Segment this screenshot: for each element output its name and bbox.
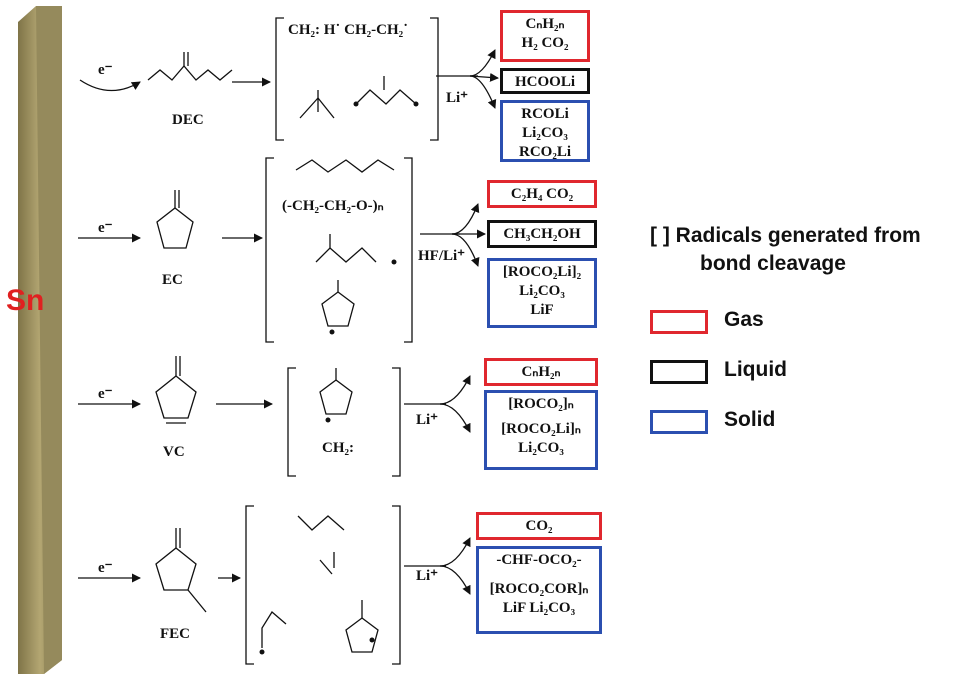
- electron-label-ec: e⁻: [98, 220, 113, 236]
- dec-molecule: [147, 52, 233, 81]
- dec-gas-1: CₙH₂ₙ: [525, 16, 565, 32]
- fec-row-arrows: [78, 537, 471, 595]
- ec-solid-3: LiF: [530, 302, 554, 318]
- electron-label-fec: e⁻: [98, 560, 113, 576]
- molecule-name-vc: VC: [163, 444, 185, 460]
- legend-swatch-gas: [650, 310, 708, 334]
- legend-swatch-liquid: [650, 360, 708, 384]
- fec-gas-1: CO₂: [525, 518, 553, 534]
- fec-reagent: Li⁺: [416, 568, 439, 584]
- fec-radical-bracket: [245, 505, 401, 665]
- vc-gas-1: CₙH₂ₙ: [521, 364, 561, 380]
- vc-gas-box: CₙH₂ₙ: [484, 358, 598, 386]
- vc-solid-1: [ROCO₂]ₙ: [508, 396, 574, 412]
- dec-intermediate-text: CH₂: H˙ CH₂-CH₂˙: [288, 22, 409, 38]
- dec-gas-2: H₂ CO₂: [521, 35, 569, 51]
- vc-solid-box: [ROCO₂]ₙ [ROCO₂Li]ₙ Li₂CO₃: [484, 390, 598, 470]
- legend-label-gas: Gas: [724, 308, 764, 331]
- fec-solid-2: [ROCO₂COR]ₙ: [489, 581, 589, 597]
- dec-gas-box: CₙH₂ₙ H₂ CO₂: [500, 10, 590, 62]
- dec-radical-bracket: [275, 17, 439, 141]
- dec-solid-box: RCOLi Li₂CO₃ RCO₂Li: [500, 100, 590, 162]
- fec-solid-box: -CHF-OCO₂- [ROCO₂COR]ₙ LiF Li₂CO₃: [476, 546, 602, 634]
- ec-molecule: [156, 190, 194, 249]
- fec-gas-box: CO₂: [476, 512, 602, 540]
- dec-solid-2: Li₂CO₃: [522, 125, 568, 141]
- dec-liquid-box: HCOOLi: [500, 68, 590, 94]
- dec-row-arrows: [79, 49, 499, 109]
- ec-intermediate-text: (-CH₂-CH₂-O-)ₙ: [282, 198, 384, 214]
- molecule-name-dec: DEC: [172, 112, 204, 128]
- ec-solid-box: [ROCO₂Li]₂ Li₂CO₃ LiF: [487, 258, 597, 328]
- vc-row-arrows: [78, 375, 471, 433]
- vc-molecule: [155, 356, 197, 424]
- electron-label-vc: e⁻: [98, 386, 113, 402]
- molecule-name-fec: FEC: [160, 626, 190, 642]
- dec-solid-1: RCOLi: [521, 106, 569, 122]
- tin-electrode-plate: [18, 6, 62, 674]
- vc-radical-bracket: [287, 367, 401, 477]
- ec-radical-bracket: [265, 157, 413, 343]
- fec-solid-3: LiF Li₂CO₃: [502, 600, 576, 616]
- ec-row-arrows: [78, 203, 486, 267]
- legend-swatch-solid: [650, 410, 708, 434]
- electron-label-dec: e⁻: [98, 62, 113, 78]
- legend-label-liquid: Liquid: [724, 358, 787, 381]
- electrode-label: Sn: [6, 284, 45, 317]
- legend-title-line1: [ ] Radicals generated from: [650, 224, 921, 247]
- vc-reagent: Li⁺: [416, 412, 439, 428]
- ec-solid-1: [ROCO₂Li]₂: [502, 264, 582, 280]
- dec-reagent: Li⁺: [446, 90, 469, 106]
- fec-solid-1: -CHF-OCO₂-: [496, 552, 582, 568]
- ec-gas-box: C₂H₄ CO₂: [487, 180, 597, 208]
- vc-solid-3: Li₂CO₃: [518, 440, 564, 456]
- legend-label-solid: Solid: [724, 408, 776, 431]
- legend-title-line2: bond cleavage: [700, 252, 846, 275]
- ec-liquid-1: CH₃CH₂OH: [503, 226, 581, 242]
- molecule-name-ec: EC: [162, 272, 183, 288]
- ec-reagent: HF/Li⁺: [418, 248, 466, 264]
- ec-solid-2: Li₂CO₃: [519, 283, 565, 299]
- dec-liquid-1: HCOOLi: [514, 74, 575, 90]
- ec-liquid-box: CH₃CH₂OH: [487, 220, 597, 248]
- fec-molecule: [155, 528, 207, 613]
- vc-solid-2: [ROCO₂Li]ₙ: [501, 421, 581, 437]
- vc-intermediate-text: CH₂:: [322, 440, 354, 456]
- ec-gas-1: C₂H₄ CO₂: [510, 186, 574, 202]
- radical-dots: [259, 101, 419, 655]
- dec-solid-3: RCO₂Li: [518, 144, 571, 160]
